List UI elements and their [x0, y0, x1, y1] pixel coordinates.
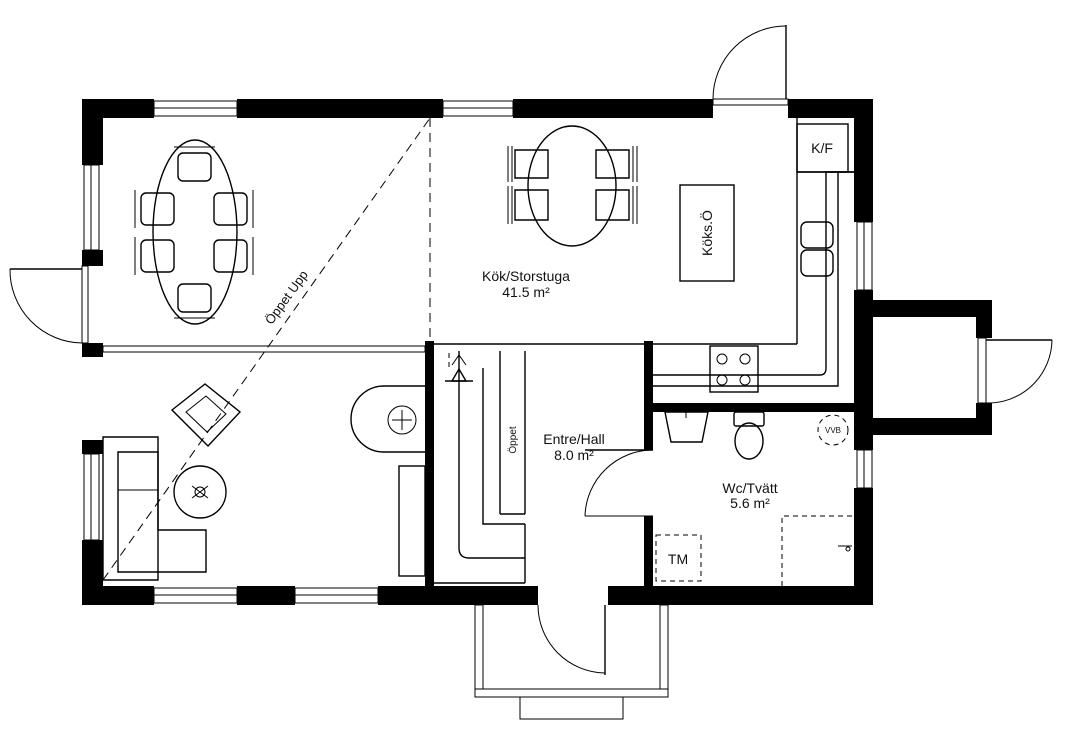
windows [83, 100, 873, 604]
entrance-porch [474, 604, 669, 720]
stove [709, 345, 759, 393]
room-name-kitchen-living: Kök/Storstuga [482, 268, 570, 284]
coffee-table [173, 465, 227, 519]
exterior-walls [82, 99, 992, 605]
kitchen-island-label: Köks.Ö [698, 210, 715, 256]
doors [9, 25, 1053, 675]
shower-area [781, 515, 854, 586]
dryer-label: TM [668, 551, 688, 567]
interior-walls [96, 341, 854, 586]
room-label-kitchen-living: Kök/Storstuga 41.5 m² [482, 268, 570, 300]
kitchen-island [679, 184, 735, 282]
sofa [102, 436, 207, 581]
fridge-freezer-label: K/F [811, 140, 833, 156]
armchair [170, 383, 242, 448]
room-name-wc-laundry: Wc/Tvätt [722, 480, 777, 496]
room-label-wc-laundry: Wc/Tvätt 5.6 m² [722, 480, 777, 511]
room-area-kitchen-living: 41.5 m² [502, 284, 550, 300]
staircase [434, 351, 526, 584]
bar-stools [800, 221, 834, 277]
living-dining-set [134, 139, 254, 325]
water-heater-label: VVB [825, 426, 841, 435]
room-name-entrance-hall: Entre/Hall [543, 431, 604, 447]
kitchen-dining-set [507, 125, 638, 247]
media-cabinet [398, 465, 426, 577]
fridge-freezer [796, 123, 849, 173]
fireplace [350, 385, 425, 453]
room-label-entrance-hall: Entre/Hall 8.0 m² [543, 431, 604, 463]
sink [664, 411, 709, 443]
water-heater [817, 414, 849, 446]
open-stair-label: Öppet [507, 426, 519, 453]
room-area-entrance-hall: 8.0 m² [554, 447, 594, 463]
room-area-wc-laundry: 5.6 m² [730, 495, 770, 511]
dryer [655, 534, 702, 582]
toilet [733, 411, 765, 460]
